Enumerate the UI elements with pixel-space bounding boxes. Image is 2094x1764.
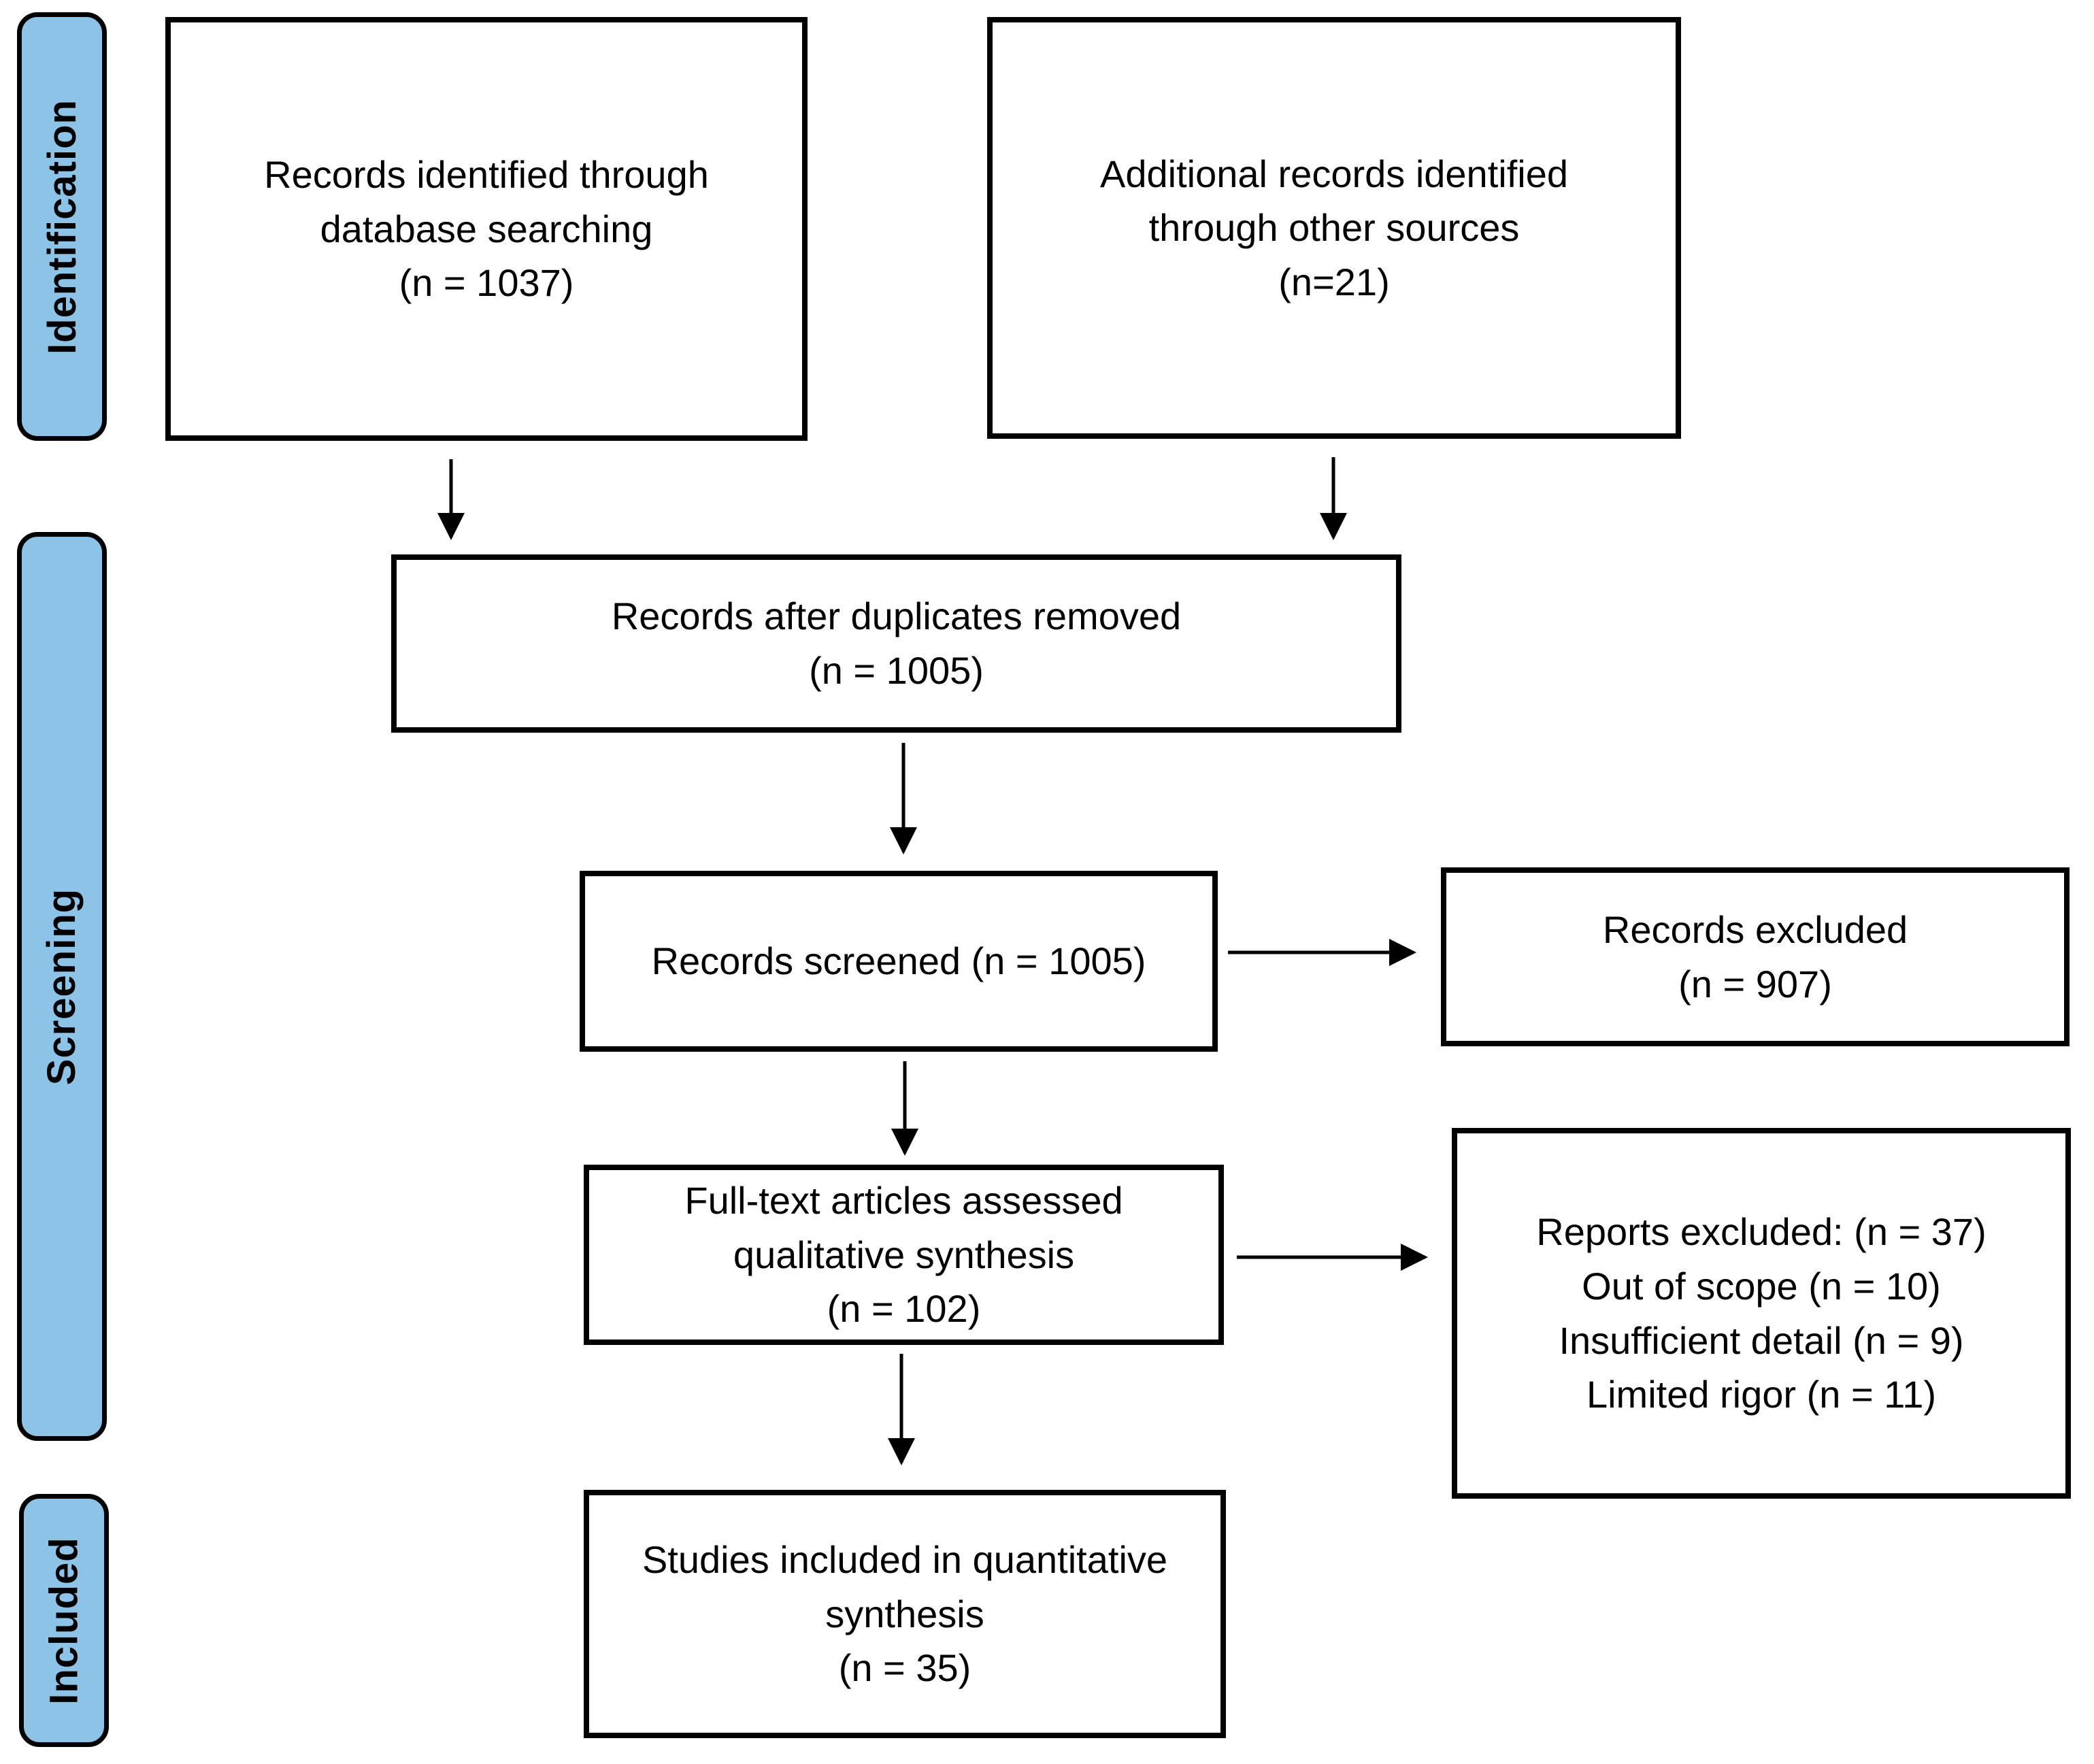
flow-box-records-screened: Records screened (n = 1005) — [580, 871, 1218, 1052]
stage-label-screening-text: Screening — [39, 888, 84, 1085]
stage-label-screening: Screening — [17, 532, 107, 1441]
flow-box-studies-included-text: Studies included in quantitative synthes… — [642, 1538, 1168, 1690]
stage-label-identification: Identification — [17, 12, 107, 441]
flow-box-additional-records-text: Additional records identified through ot… — [1100, 152, 1568, 303]
flow-box-records-screened-text: Records screened (n = 1005) — [651, 939, 1146, 983]
flow-box-reports-excluded-text: Reports excluded: (n = 37) Out of scope … — [1536, 1210, 1987, 1416]
flow-box-reports-excluded: Reports excluded: (n = 37) Out of scope … — [1452, 1128, 2071, 1499]
flow-box-fulltext-assessed: Full-text articles assessed qualitative … — [584, 1165, 1224, 1345]
stage-label-included-text: Included — [41, 1536, 86, 1705]
flow-box-after-duplicates-text: Records after duplicates removed (n = 10… — [611, 595, 1182, 692]
stage-label-included: Included — [19, 1494, 109, 1747]
flow-box-studies-included: Studies included in quantitative synthes… — [584, 1490, 1226, 1738]
flow-box-records-identified: Records identified through database sear… — [165, 17, 808, 441]
flow-box-after-duplicates: Records after duplicates removed (n = 10… — [391, 554, 1401, 733]
stage-label-identification-text: Identification — [39, 99, 84, 354]
flow-box-fulltext-assessed-text: Full-text articles assessed qualitative … — [684, 1179, 1123, 1331]
flow-box-records-identified-text: Records identified through database sear… — [264, 153, 709, 305]
flow-box-records-excluded: Records excluded (n = 907) — [1441, 867, 2070, 1046]
flow-box-additional-records: Additional records identified through ot… — [987, 17, 1681, 439]
flow-box-records-excluded-text: Records excluded (n = 907) — [1602, 908, 1908, 1005]
